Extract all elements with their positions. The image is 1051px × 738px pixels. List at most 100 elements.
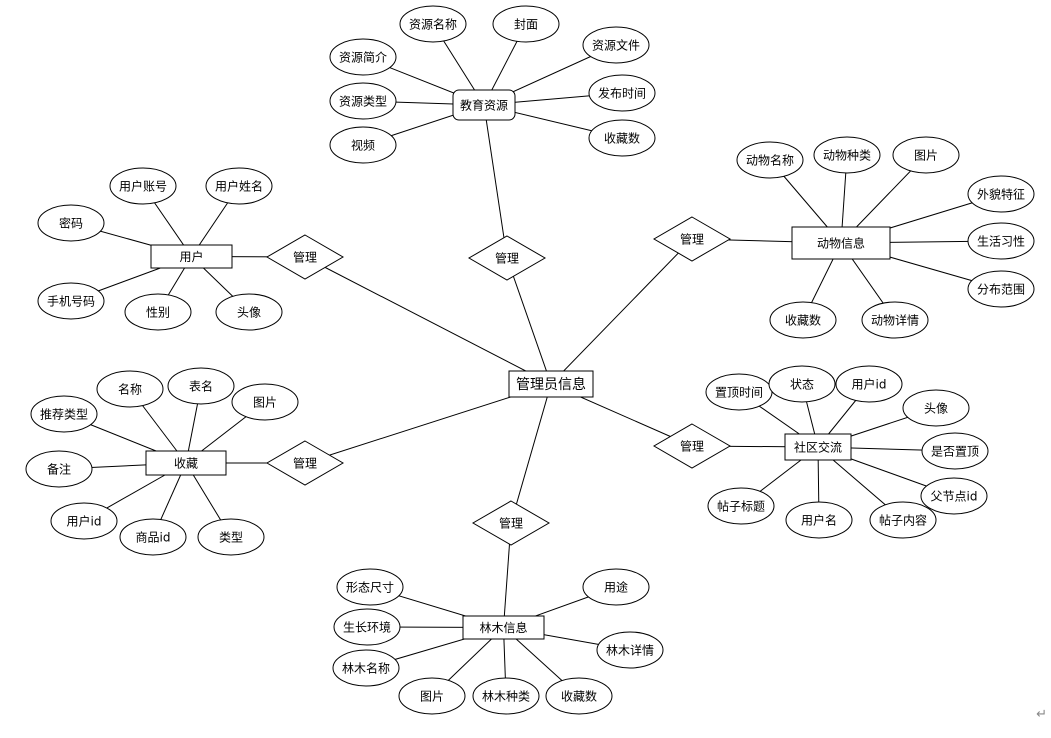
attribute-label-tree-2: 生长环境 — [343, 620, 391, 635]
attribute-label-edu-0: 资源名称 — [409, 17, 457, 32]
relationship-label-tree: 管理 — [499, 516, 523, 531]
entity-box-edu — [452, 89, 516, 121]
attribute-ellipse-animal-6 — [769, 301, 837, 339]
attribute-label-animal-0: 动物名称 — [746, 153, 794, 168]
attribute-label-user-1: 用户姓名 — [215, 179, 263, 194]
attribute-label-edu-4: 发布时间 — [598, 86, 646, 101]
attribute-ellipse-animal-1 — [813, 136, 881, 174]
attribute-ellipse-animal-0 — [736, 141, 804, 179]
entity-box-forum — [784, 433, 852, 461]
attribute-label-user-4: 性别 — [146, 306, 170, 320]
relationship-label-user: 管理 — [293, 250, 317, 265]
relationship-label-edu: 管理 — [495, 251, 519, 266]
attribute-label-fav-2: 图片 — [253, 396, 277, 410]
attribute-label-forum-8: 帖子内容 — [879, 513, 927, 528]
entity-label-fav: 收藏 — [174, 457, 198, 471]
attribute-ellipse-user-5 — [215, 293, 283, 331]
attribute-ellipse-user-1 — [205, 167, 273, 205]
attribute-label-forum-6: 帖子标题 — [717, 499, 765, 514]
attribute-ellipse-user-2 — [37, 204, 105, 242]
relationship-diamond-forum — [653, 423, 731, 469]
attribute-label-user-2: 密码 — [59, 216, 83, 231]
attribute-ellipse-fav-1 — [167, 367, 235, 405]
attribute-ellipse-fav-7 — [197, 518, 265, 556]
attribute-ellipse-animal-3 — [967, 175, 1035, 213]
attribute-label-forum-7: 用户名 — [801, 513, 837, 528]
edge-center-animal — [550, 238, 693, 385]
edge-diamond-edu — [483, 104, 508, 259]
relationship-label-forum: 管理 — [680, 439, 704, 454]
attribute-ellipse-edu-0 — [399, 5, 467, 43]
attribute-label-animal-6: 收藏数 — [785, 313, 821, 328]
attribute-label-tree-5: 图片 — [420, 690, 444, 704]
attribute-ellipse-fav-5 — [50, 502, 118, 540]
attribute-label-tree-3: 林木详情 — [606, 643, 654, 658]
attribute-label-forum-0: 置顶时间 — [715, 386, 763, 400]
attribute-ellipse-edu-6 — [588, 119, 656, 157]
return-arrow-icon: ↵ — [1036, 707, 1047, 722]
attribute-ellipse-animal-4 — [967, 222, 1035, 260]
attribute-label-edu-5: 资源类型 — [339, 95, 387, 109]
attribute-label-edu-1: 封面 — [514, 18, 538, 32]
attribute-label-forum-3: 头像 — [924, 402, 948, 416]
edge-center-user — [304, 256, 552, 385]
attribute-label-edu-6: 收藏数 — [604, 131, 640, 146]
attribute-ellipse-fav-3 — [30, 395, 98, 433]
center-entity-label: 管理员信息 — [516, 376, 586, 393]
attribute-label-forum-2: 用户id — [852, 377, 887, 392]
attribute-ellipse-tree-7 — [545, 677, 613, 715]
attribute-ellipse-tree-2 — [333, 608, 401, 646]
attribute-ellipse-forum-5 — [920, 477, 988, 515]
attribute-ellipse-fav-4 — [25, 450, 93, 488]
relationship-diamond-tree — [472, 500, 550, 546]
entity-box-user — [150, 244, 233, 269]
attribute-label-edu-7: 视频 — [351, 138, 375, 153]
attribute-label-animal-3: 外貌特征 — [977, 187, 1025, 202]
relationship-diamond-edu — [468, 235, 546, 281]
entity-box-animal — [791, 226, 891, 260]
attribute-ellipse-user-0 — [109, 167, 177, 205]
attribute-label-animal-7: 动物详情 — [871, 313, 919, 328]
attribute-ellipse-animal-5 — [967, 270, 1035, 308]
attribute-label-fav-6: 商品id — [136, 530, 171, 545]
attribute-ellipse-animal-2 — [892, 136, 960, 174]
attribute-ellipse-tree-3 — [596, 631, 664, 669]
attribute-label-edu-3: 资源简介 — [339, 51, 387, 65]
attribute-ellipse-edu-3 — [329, 38, 397, 76]
attribute-label-fav-4: 备注 — [47, 462, 71, 477]
edge-center-edu — [506, 257, 552, 385]
attribute-ellipse-animal-7 — [861, 301, 929, 339]
center-entity-box — [508, 370, 594, 398]
attribute-ellipse-edu-1 — [492, 5, 560, 43]
attribute-ellipse-tree-0 — [336, 568, 404, 606]
attribute-ellipse-forum-3 — [902, 389, 970, 427]
relationship-label-fav: 管理 — [293, 456, 317, 471]
attribute-ellipse-forum-4 — [921, 432, 989, 470]
attribute-ellipse-fav-2 — [231, 383, 299, 421]
attribute-ellipse-tree-1 — [582, 568, 650, 606]
attribute-label-user-5: 头像 — [237, 306, 261, 320]
attribute-label-animal-5: 分布范围 — [977, 283, 1025, 297]
entity-label-animal: 动物信息 — [817, 236, 865, 251]
attribute-label-fav-5: 用户id — [67, 514, 102, 529]
attribute-label-user-0: 用户账号 — [119, 179, 167, 194]
attribute-ellipse-edu-7 — [329, 126, 397, 164]
attribute-label-fav-0: 名称 — [118, 382, 142, 397]
attribute-label-tree-6: 林木种类 — [482, 690, 530, 704]
attribute-ellipse-user-4 — [124, 293, 192, 331]
entity-box-fav — [145, 450, 227, 476]
attribute-ellipse-user-3 — [37, 282, 105, 320]
attribute-ellipse-forum-1 — [768, 365, 836, 403]
attribute-ellipse-tree-6 — [472, 677, 540, 715]
attribute-label-tree-7: 收藏数 — [561, 689, 597, 704]
attribute-label-animal-1: 动物种类 — [823, 149, 871, 163]
relationship-diamond-user — [266, 234, 344, 280]
attribute-label-user-3: 手机号码 — [47, 295, 95, 309]
attribute-label-forum-5: 父节点id — [931, 490, 978, 504]
attribute-label-fav-1: 表名 — [189, 379, 213, 394]
attribute-ellipse-edu-5 — [329, 82, 397, 120]
attribute-ellipse-forum-2 — [835, 365, 903, 403]
entity-label-tree: 林木信息 — [479, 620, 527, 635]
attribute-ellipse-tree-5 — [398, 677, 466, 715]
